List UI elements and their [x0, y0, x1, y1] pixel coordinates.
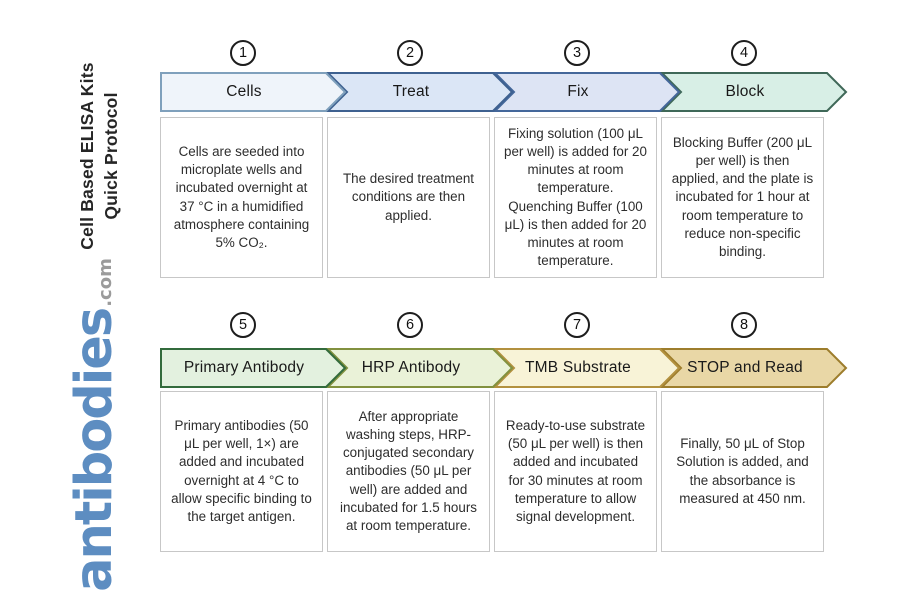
step-number-badge: 4 [731, 40, 757, 66]
step-3: 3 Fix Fixing solution (100 μL per well) … [492, 40, 681, 280]
brand-tld: .com [95, 258, 116, 307]
step-4: 4 Block Blocking Buffer (200 μL per well… [659, 40, 848, 280]
step-label: HRP Antibody [361, 359, 461, 376]
step-number-badge: 8 [731, 312, 757, 338]
step-1: 1 Cells Cells are seeded into microplate… [160, 40, 347, 280]
step-8: 8 STOP and Read Finally, 50 μL of Stop S… [659, 312, 848, 552]
step-number: 3 [572, 45, 582, 61]
step-number-badge: 7 [564, 312, 590, 338]
chevron-arrow-shape [325, 348, 514, 388]
step-number: 7 [572, 317, 582, 333]
step-number: 4 [739, 45, 749, 61]
step-description: Cells are seeded into microplate wells a… [160, 117, 323, 278]
page-title: Cell Based ELISA Kits Quick Protocol [75, 36, 125, 276]
step-description: The desired treatment conditions are the… [327, 117, 490, 278]
step-label: Cells [226, 83, 262, 100]
step-number: 5 [238, 317, 248, 333]
step-arrow: Treat [325, 72, 514, 112]
chevron-arrow-shape [659, 348, 848, 388]
step-number-badge: 5 [230, 312, 256, 338]
chevron-arrow-shape [160, 348, 347, 388]
step-arrow: TMB Substrate [492, 348, 681, 388]
step-number: 1 [238, 45, 248, 61]
step-number-badge: 3 [564, 40, 590, 66]
step-number-badge: 2 [397, 40, 423, 66]
step-number-badge: 1 [230, 40, 256, 66]
page-title-line1: Cell Based ELISA Kits [77, 62, 97, 250]
chevron-arrow-shape [492, 348, 681, 388]
step-arrow: Block [659, 72, 848, 112]
step-6: 6 HRP Antibody After appropriate washing… [325, 312, 514, 552]
step-description: Fixing solution (100 μL per well) is add… [494, 117, 657, 278]
chevron-arrow-shape [492, 72, 681, 112]
step-arrow: Primary Antibody [160, 348, 347, 388]
step-label: STOP and Read [687, 359, 803, 376]
step-2: 2 Treat The desired treatment conditions… [325, 40, 514, 280]
step-label: Treat [392, 83, 430, 100]
step-5: 5 Primary Antibody Primary antibodies (5… [160, 312, 347, 552]
brand-name: antibodies [65, 308, 124, 592]
chevron-arrow-shape [160, 72, 347, 112]
page-title-line2: Quick Protocol [101, 92, 121, 220]
step-description: Ready-to-use substrate (50 μL per well) … [494, 391, 657, 552]
step-arrow: Cells [160, 72, 347, 112]
step-number: 8 [739, 317, 749, 333]
step-label: Block [725, 83, 765, 100]
brand-logo: antibodies.com [50, 258, 140, 592]
step-label: Fix [567, 83, 589, 100]
step-number: 6 [405, 317, 415, 333]
chevron-arrow-shape [325, 72, 514, 112]
step-arrow: Fix [492, 72, 681, 112]
step-label: TMB Substrate [525, 359, 631, 376]
step-description: After appropriate washing steps, HRP-con… [327, 391, 490, 552]
step-arrow: HRP Antibody [325, 348, 514, 388]
step-7: 7 TMB Substrate Ready-to-use substrate (… [492, 312, 681, 552]
step-description: Primary antibodies (50 μL per well, 1×) … [160, 391, 323, 552]
step-number: 2 [405, 45, 415, 61]
step-description: Finally, 50 μL of Stop Solution is added… [661, 391, 824, 552]
chevron-arrow-shape [659, 72, 848, 112]
step-description: Blocking Buffer (200 μL per well) is the… [661, 117, 824, 278]
step-label: Primary Antibody [183, 359, 305, 376]
step-number-badge: 6 [397, 312, 423, 338]
step-arrow: STOP and Read [659, 348, 848, 388]
